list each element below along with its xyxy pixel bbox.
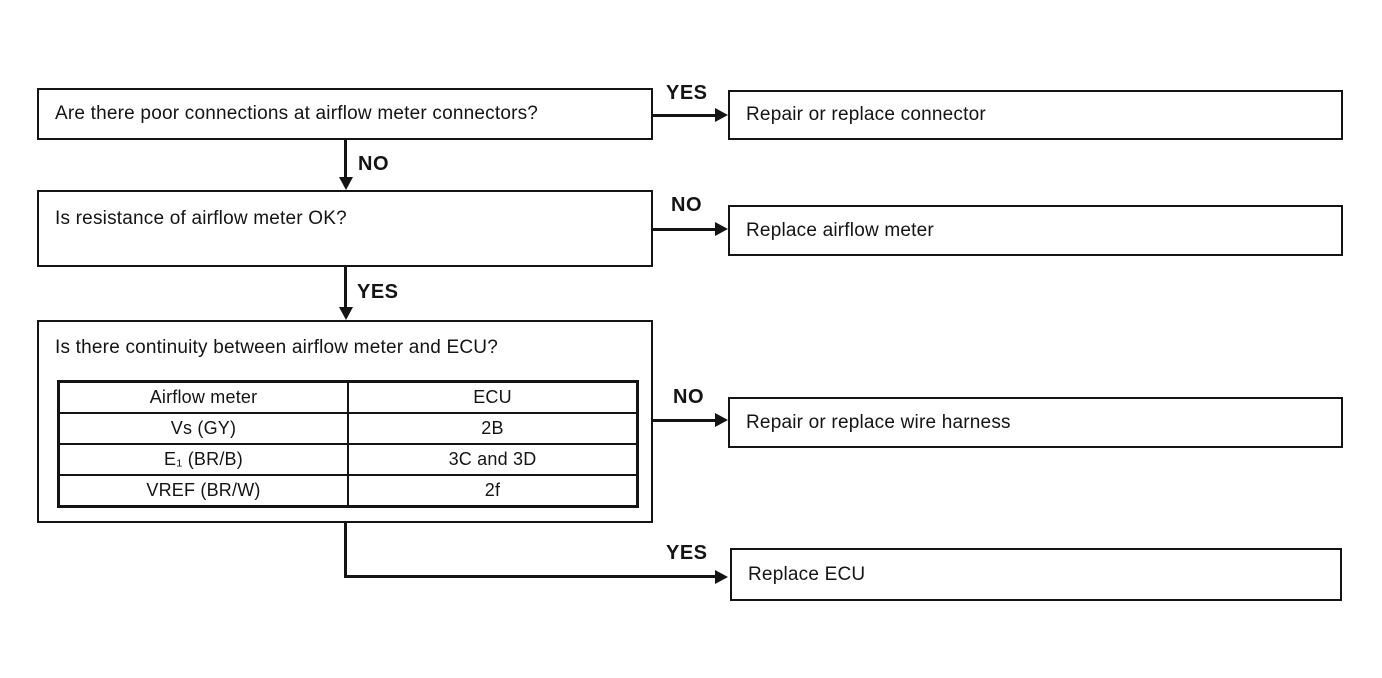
table-cell-ecu-pin: 3C and 3D: [347, 443, 639, 476]
question-box-poor-connections: Are there poor connections at airflow me…: [37, 88, 653, 140]
connector-line: [344, 523, 347, 578]
action-box-repair-connector: Repair or replace connector: [728, 90, 1343, 140]
connector-line: [344, 140, 347, 180]
question-box-resistance: Is resistance of airflow meter OK?: [37, 190, 653, 267]
branch-label-yes: YES: [666, 82, 708, 104]
arrowhead-right: [715, 222, 728, 236]
action-text: Replace airflow meter: [746, 219, 934, 241]
action-box-replace-ecu: Replace ECU: [730, 548, 1342, 601]
table-cell-airflow-pin: Vs (GY): [57, 412, 349, 445]
table-header-ecu: ECU: [347, 380, 639, 414]
branch-label-no: NO: [358, 153, 389, 175]
question-box-continuity: Is there continuity between airflow mete…: [37, 320, 653, 523]
connector-line: [653, 419, 717, 422]
arrowhead-down: [339, 177, 353, 190]
action-text: Replace ECU: [748, 563, 866, 585]
table-row: VREF (BR/W) 2f: [57, 474, 639, 508]
action-text: Repair or replace connector: [746, 104, 986, 125]
table-cell-airflow-pin: E₁ (BR/B): [57, 443, 349, 476]
branch-label-no: NO: [671, 194, 702, 216]
table-cell-airflow-pin: VREF (BR/W): [57, 474, 349, 508]
arrowhead-down: [339, 307, 353, 320]
arrowhead-right: [715, 570, 728, 584]
table-row: E₁ (BR/B) 3C and 3D: [57, 443, 639, 476]
table-header-row: Airflow meter ECU: [57, 380, 639, 414]
action-box-repair-wire-harness: Repair or replace wire harness: [728, 397, 1343, 448]
connector-line: [344, 575, 717, 578]
question-text: Are there poor connections at airflow me…: [55, 103, 539, 124]
question-text: Is there continuity between airflow mete…: [55, 337, 498, 358]
branch-label-yes: YES: [666, 542, 708, 564]
connector-line: [653, 114, 717, 117]
table-cell-ecu-pin: 2f: [347, 474, 639, 508]
branch-label-no: NO: [673, 386, 704, 408]
arrowhead-right: [715, 413, 728, 427]
action-text: Repair or replace wire harness: [746, 411, 1011, 433]
connector-line: [653, 228, 717, 231]
arrowhead-right: [715, 108, 728, 122]
table-row: Vs (GY) 2B: [57, 412, 639, 445]
connector-line: [344, 267, 347, 310]
action-box-replace-airflow-meter: Replace airflow meter: [728, 205, 1343, 256]
branch-label-yes: YES: [357, 281, 399, 303]
table-header-airflow-meter: Airflow meter: [57, 380, 349, 414]
table-cell-ecu-pin: 2B: [347, 412, 639, 445]
pin-mapping-table: Airflow meter ECU Vs (GY) 2B E₁ (BR/B) 3…: [57, 380, 639, 508]
question-text: Is resistance of airflow meter OK?: [55, 208, 347, 229]
